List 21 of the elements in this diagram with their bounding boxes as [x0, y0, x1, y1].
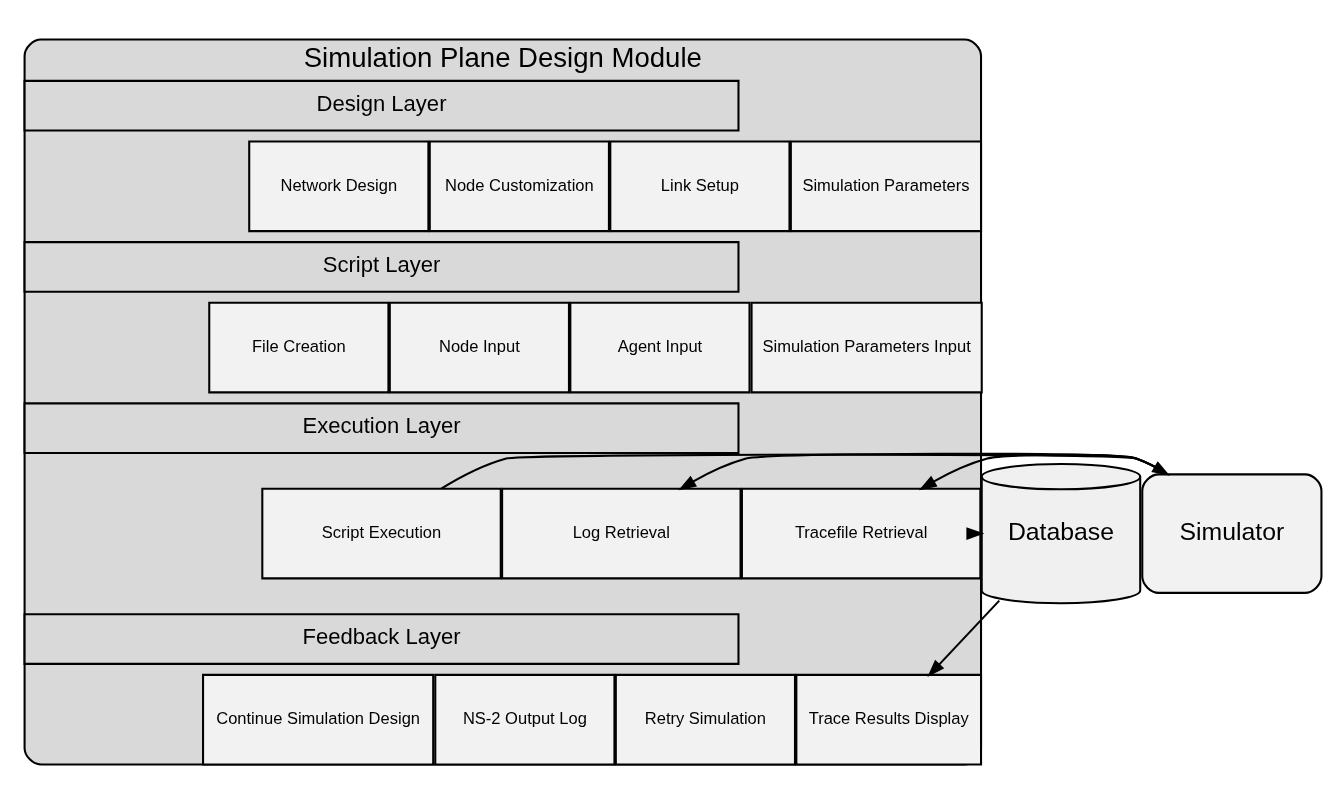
node-box: Execution Layer [23, 402, 740, 455]
node-box: Log Retrieval [501, 487, 742, 580]
node-box: Agent Input [569, 301, 751, 394]
node-box: File Creation [208, 301, 390, 394]
node-box: Network Design [248, 140, 430, 233]
node-box: Script Layer [23, 241, 740, 293]
node-box: Trace Results Display [795, 673, 983, 766]
node-box: Script Execution [261, 487, 502, 580]
node-box: Node Customization [428, 140, 610, 233]
node-box: Node Input [388, 301, 570, 394]
node-box: Retry Simulation [614, 673, 796, 766]
node-box: Simulation Parameters [789, 140, 983, 233]
arrow [927, 599, 1001, 678]
node-box: Link Setup [609, 140, 791, 233]
arrow [966, 527, 985, 540]
node-box: Simulation Parameters Input [750, 301, 983, 394]
node-box: Continue Simulation Design [202, 673, 435, 766]
node-box: Feedback Layer [23, 613, 740, 665]
node-box: Design Layer [23, 79, 740, 132]
node-box: Simulator [1141, 473, 1323, 594]
node-box: NS-2 Output Log [434, 673, 616, 766]
